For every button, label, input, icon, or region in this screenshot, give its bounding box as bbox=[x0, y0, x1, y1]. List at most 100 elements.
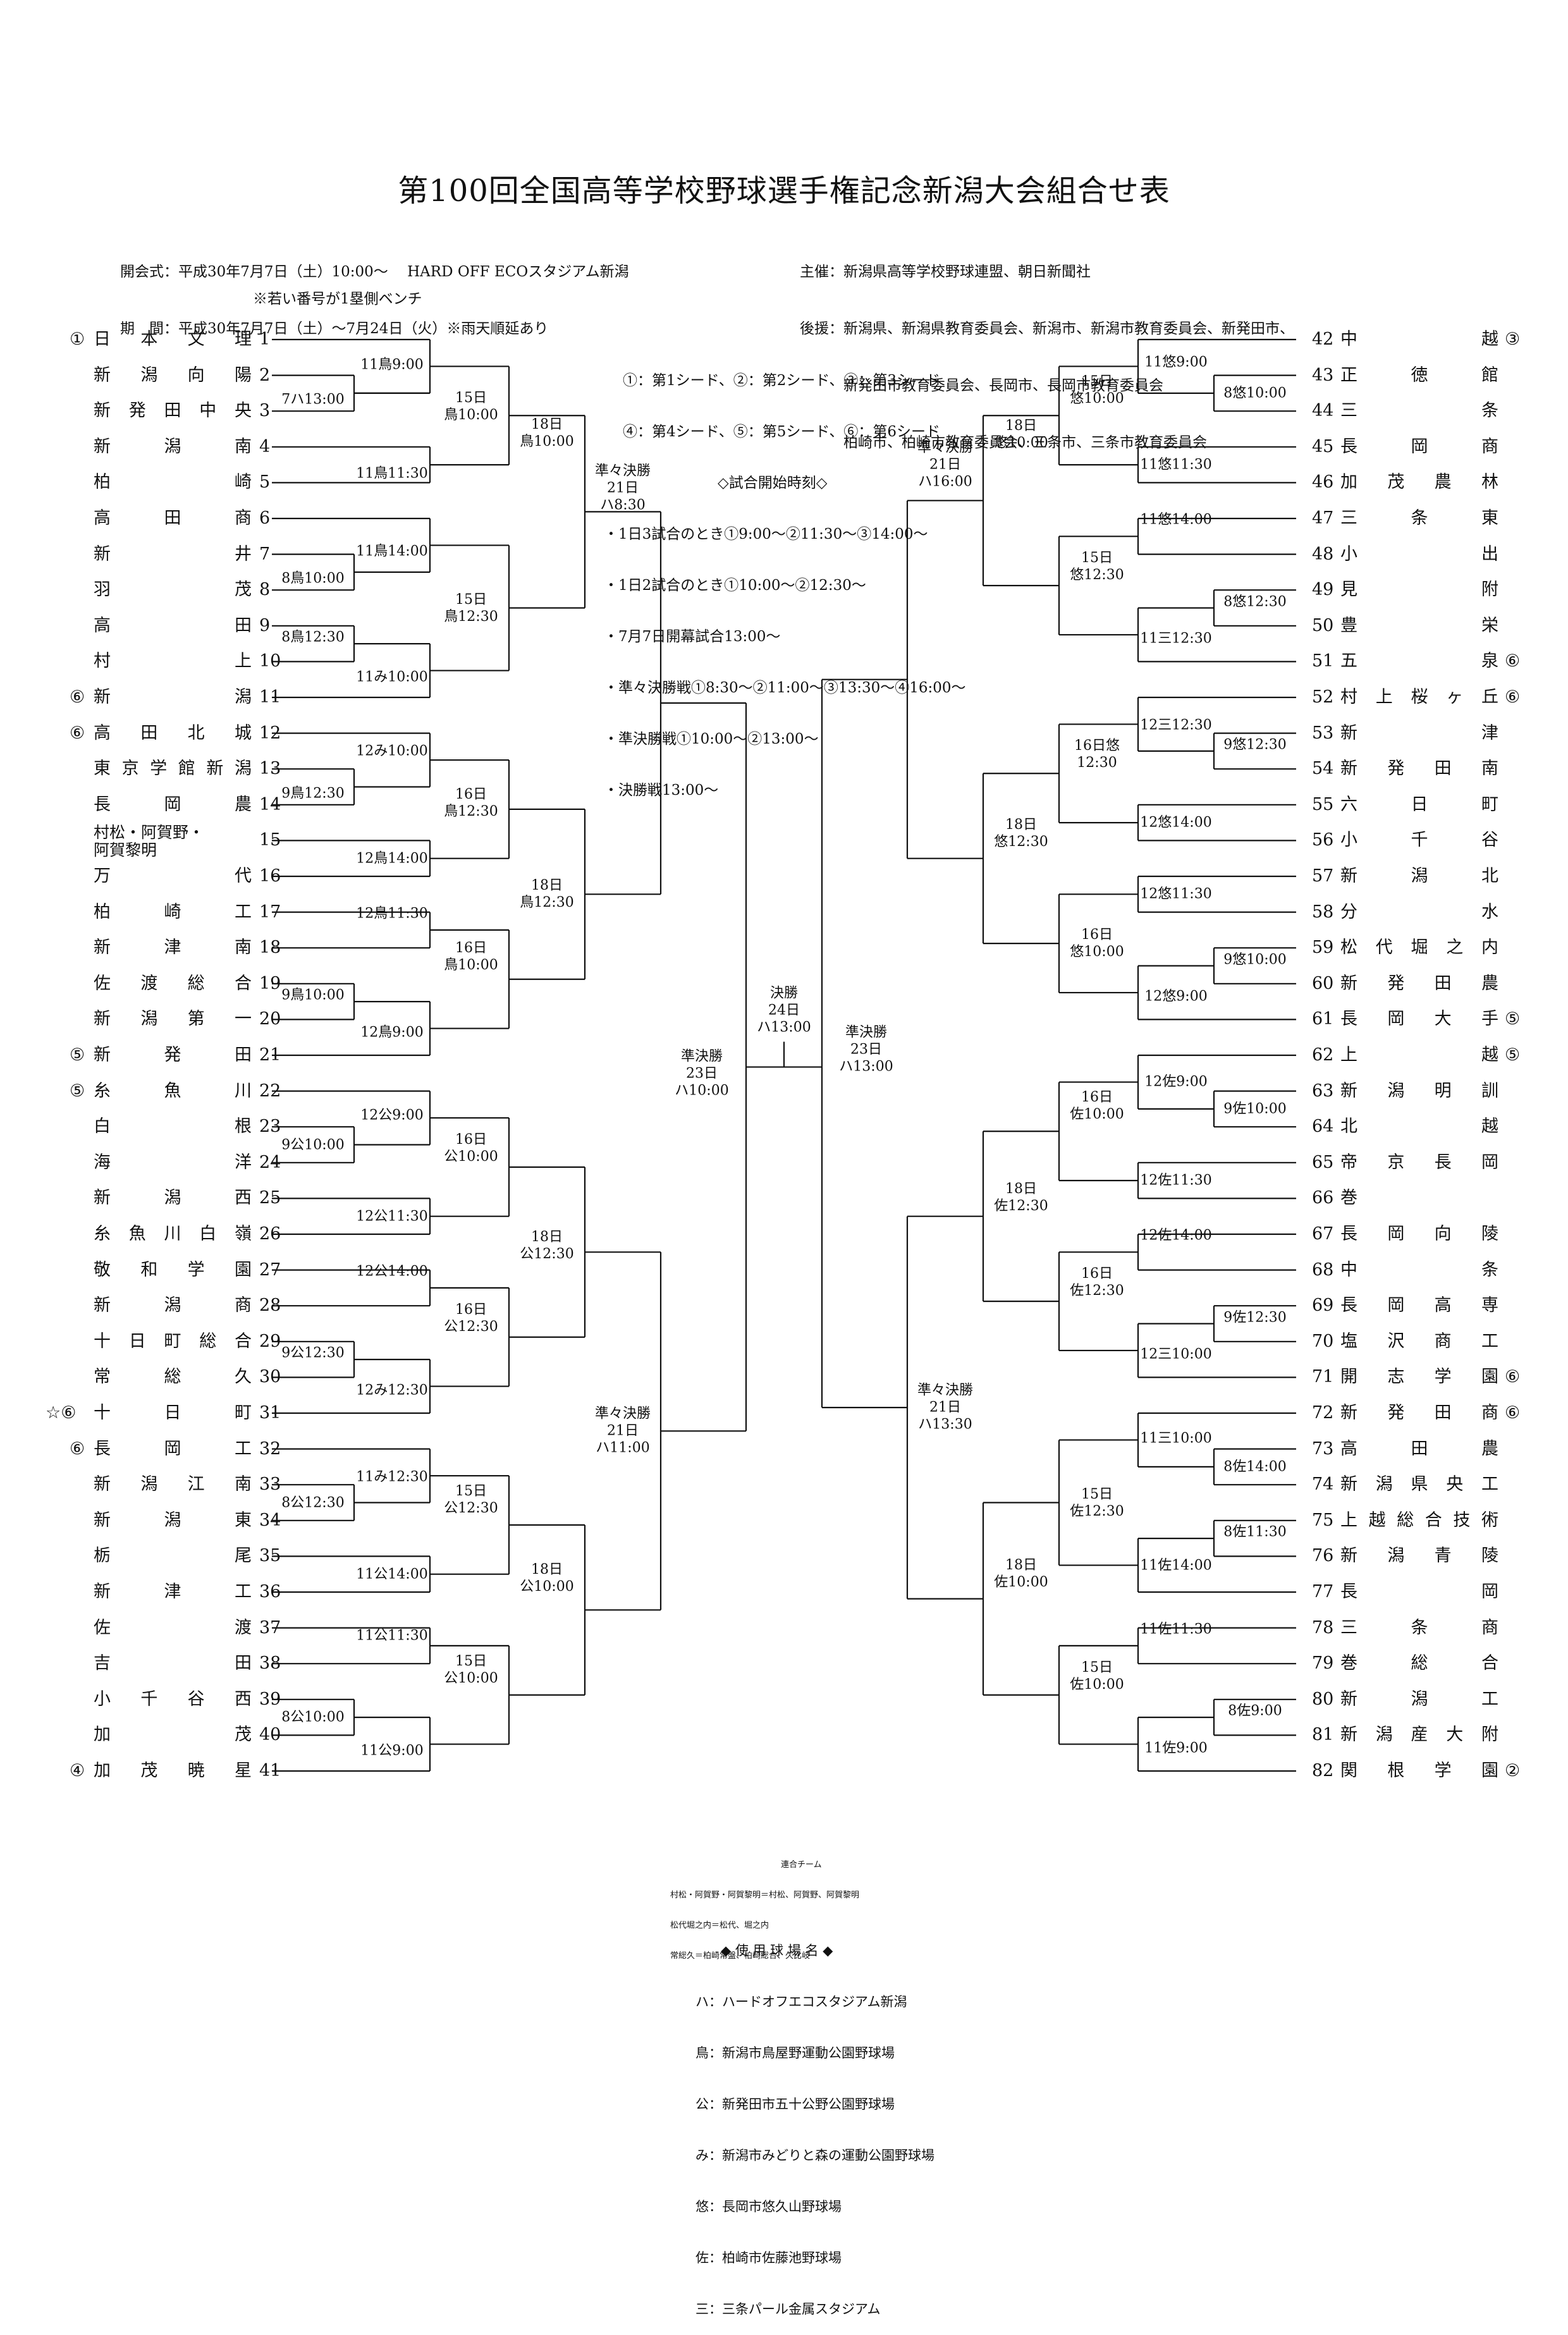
match-label: 11三10:00 bbox=[1140, 1430, 1212, 1447]
sponsor-line-3: 柏崎市、柏崎市教育委員会、三条市、三条市教育委員会 bbox=[800, 434, 1207, 451]
venue-legend: ◆ 使 用 球 場 名 ◆ ハ：ハードオフエコスタジアム新潟 鳥：新潟市鳥屋野運… bbox=[695, 1908, 934, 2335]
match-label: 16日公10:00 bbox=[444, 1131, 498, 1165]
team-number: 52 bbox=[1312, 687, 1334, 707]
match-label: 12鳥9:00 bbox=[360, 1024, 424, 1041]
team-name: 関根学園 bbox=[1340, 1761, 1498, 1780]
team-number: 60 bbox=[1312, 973, 1334, 993]
team-name: 新井 bbox=[94, 544, 252, 564]
match-label: 15日悠10:00 bbox=[1070, 374, 1124, 407]
team-number: 67 bbox=[1312, 1224, 1334, 1244]
team-number: 81 bbox=[1312, 1725, 1334, 1745]
page-title: 第100回全国高等学校野球選手権記念新潟大会組合せ表 bbox=[398, 173, 1170, 209]
match-label: 12公11:30 bbox=[356, 1208, 428, 1225]
team-name: 十日町総合 bbox=[94, 1331, 252, 1351]
team-number: 75 bbox=[1312, 1510, 1334, 1530]
match-label: 18日鳥10:00 bbox=[520, 417, 574, 450]
team-name: 村上桜ヶ丘 bbox=[1340, 687, 1498, 707]
match-label: 15日佐12:30 bbox=[1070, 1486, 1124, 1519]
team-number: 42 bbox=[1312, 329, 1334, 349]
team-name: 松代堀之内 bbox=[1340, 938, 1498, 958]
match-label: 18日佐12:30 bbox=[994, 1180, 1048, 1214]
team-number: 55 bbox=[1312, 794, 1334, 814]
team-number: 50 bbox=[1312, 615, 1334, 635]
team-name: 加茂 bbox=[94, 1725, 252, 1745]
match-label: 8公10:00 bbox=[281, 1709, 345, 1725]
match-label: 12三12:30 bbox=[1140, 717, 1212, 733]
team-name: 新潟東 bbox=[94, 1510, 252, 1530]
match-label: 18日悠10:00 bbox=[994, 418, 1048, 451]
team-name: 栃尾 bbox=[94, 1546, 252, 1566]
venue-item: ハ：ハードオフエコスタジアム新潟 bbox=[695, 1994, 907, 2009]
team-name: 豊栄 bbox=[1340, 615, 1498, 635]
team-name: 新潟明訓 bbox=[1340, 1081, 1498, 1101]
team-name: 中条 bbox=[1340, 1259, 1498, 1280]
team-number: 61 bbox=[1312, 1009, 1334, 1029]
match-label: 11み10:00 bbox=[356, 669, 428, 685]
match-label: 12み10:00 bbox=[356, 743, 428, 759]
header-left-info: 開会式：平成30年7月7日（土）10:00～ HARD OFF ECOスタジアム… bbox=[120, 224, 629, 357]
venue-item: 三：三条パール金属スタジアム bbox=[695, 2301, 881, 2317]
venue-item: 公：新発田市五十公野公園野球場 bbox=[695, 2097, 895, 2112]
team-name: 正徳館 bbox=[1340, 365, 1498, 385]
match-label: 11鳥9:00 bbox=[360, 357, 424, 373]
seed-mark: ⑥ bbox=[70, 723, 85, 743]
match-label: 12三10:00 bbox=[1140, 1346, 1212, 1363]
team-number: 47 bbox=[1312, 508, 1334, 528]
team-number: 82 bbox=[1312, 1761, 1334, 1780]
team-name: 新潟工 bbox=[1340, 1689, 1498, 1709]
team-name: 巻総合 bbox=[1340, 1653, 1498, 1674]
team-name: 新潟北 bbox=[1340, 866, 1498, 886]
seed-mark: ⑥ bbox=[1505, 651, 1521, 671]
team-name: 高田北城 bbox=[94, 723, 252, 743]
team-name: 長岡向陵 bbox=[1340, 1224, 1498, 1244]
team-name: 新潟江南 bbox=[94, 1474, 252, 1495]
match-label: 16日公12:30 bbox=[444, 1301, 498, 1335]
team-name: 新発田南 bbox=[1340, 759, 1498, 779]
team-name: 中越 bbox=[1340, 329, 1498, 349]
team-row: 長岡向陵 67 bbox=[0, 1222, 1568, 1247]
venue-item: 鳥：新潟市鳥屋野運動公園野球場 bbox=[695, 2045, 895, 2061]
team-name: 三条東 bbox=[1340, 508, 1498, 528]
team-name: 新潟南 bbox=[94, 436, 252, 457]
team-number: 49 bbox=[1312, 580, 1334, 600]
seed-mark: ⑥ bbox=[1505, 1403, 1521, 1423]
match-label: 11三12:30 bbox=[1140, 630, 1212, 647]
team-name: 六日町 bbox=[1340, 794, 1498, 814]
match-label: 12公9:00 bbox=[360, 1107, 424, 1124]
team-name: 帝京長岡 bbox=[1340, 1152, 1498, 1172]
team-number: 76 bbox=[1312, 1546, 1334, 1566]
team-name: 新発田 bbox=[94, 1045, 252, 1065]
match-label: 12公14:00 bbox=[356, 1263, 428, 1280]
match-label: 11鳥14:00 bbox=[356, 543, 428, 560]
team-name: 村松・阿賀野・阿賀黎明 bbox=[94, 823, 205, 860]
team-row: 豊栄 50 bbox=[0, 613, 1568, 639]
seed-note: ④：第4シード、⑤：第5シード、⑥：第6シード bbox=[623, 424, 941, 440]
team-number: 7 bbox=[259, 544, 271, 564]
match-label: 11鳥11:30 bbox=[356, 465, 428, 482]
team-name: 北越 bbox=[1340, 1117, 1498, 1137]
match-label: 11公11:30 bbox=[356, 1627, 428, 1644]
match-label: 15日悠12:30 bbox=[1070, 550, 1124, 584]
team-name: 分水 bbox=[1340, 902, 1498, 922]
team-number: 43 bbox=[1312, 365, 1334, 385]
team-number: 78 bbox=[1312, 1617, 1334, 1638]
match-label: 15日鳥10:00 bbox=[444, 390, 498, 424]
team-name: 長岡農 bbox=[94, 794, 252, 814]
